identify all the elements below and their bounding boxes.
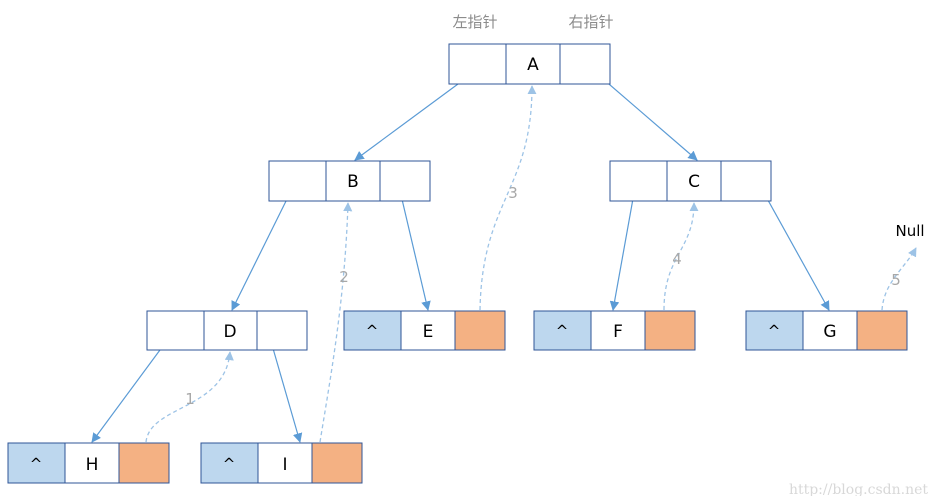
- node-a-data-cell: [505, 43, 561, 85]
- thread-step-3: 3: [508, 184, 518, 202]
- edge-c-f: [609, 181, 637, 311]
- node-c-label: C: [688, 172, 700, 192]
- node-i-data-cell: [257, 442, 313, 484]
- node-f: ^ F: [533, 310, 696, 351]
- node-i-left-null: ^: [223, 455, 236, 473]
- left-pointer-header: 左指针: [452, 13, 497, 31]
- node-b-right-cell: [379, 160, 431, 202]
- node-b: B: [268, 160, 431, 202]
- node-e-left-null: ^: [366, 322, 379, 340]
- node-c-left-cell: [609, 160, 668, 202]
- node-b-label: B: [347, 172, 359, 192]
- node-h-left-null: ^: [30, 455, 43, 473]
- node-i-right-cell: [311, 442, 363, 484]
- node-h-right-cell: [118, 442, 170, 484]
- edge-a-b: [354, 83, 459, 161]
- node-e-right-cell: [454, 310, 506, 351]
- node-d-data-cell: [203, 310, 258, 351]
- node-g-data-cell: [802, 310, 858, 351]
- null-label: Null: [895, 222, 924, 240]
- node-c-right-cell: [720, 160, 772, 202]
- node-f-data-cell: [590, 310, 646, 351]
- node-c-data-cell: [666, 160, 722, 202]
- thread-e-a: [479, 85, 537, 311]
- node-e: ^ E: [343, 310, 506, 351]
- node-h-left-cell: [7, 442, 66, 484]
- node-f-label: F: [613, 322, 623, 342]
- child-edges: [91, 71, 830, 443]
- edge-d-i: [269, 337, 303, 443]
- thread-step-1: 1: [185, 390, 195, 408]
- watermark: http://blog.csdn.net: [789, 482, 928, 496]
- thread-step-5: 5: [891, 271, 901, 289]
- thread-step-4: 4: [672, 250, 682, 268]
- node-h: ^ H: [7, 442, 170, 484]
- node-c: C: [609, 160, 772, 202]
- node-e-label: E: [423, 322, 434, 342]
- node-a-label: A: [527, 55, 539, 75]
- node-e-left-cell: [343, 310, 402, 351]
- node-a-left-cell: [448, 43, 507, 85]
- thread-step-2: 2: [339, 268, 349, 286]
- right-pointer-header: 右指针: [568, 13, 613, 31]
- node-f-right-cell: [644, 310, 696, 351]
- node-g-left-null: ^: [768, 322, 781, 340]
- thread-h-d: [145, 351, 234, 443]
- node-g-left-cell: [745, 310, 804, 351]
- node-h-data-cell: [64, 442, 120, 484]
- node-i-left-cell: [200, 442, 259, 484]
- node-a: A: [448, 43, 611, 85]
- node-d-label: D: [223, 322, 236, 342]
- node-g-right-cell: [856, 310, 908, 351]
- node-d-right-cell: [256, 310, 308, 351]
- node-d-left-cell: [146, 310, 205, 351]
- node-g-label: G: [823, 322, 836, 342]
- thread-f-c: [663, 202, 699, 311]
- edge-a-c: [594, 71, 698, 161]
- node-f-left-null: ^: [556, 322, 569, 340]
- node-i: ^ I: [200, 442, 363, 484]
- node-f-left-cell: [533, 310, 592, 351]
- node-b-left-cell: [268, 160, 327, 202]
- node-a-right-cell: [559, 43, 611, 85]
- node-d: D: [146, 310, 308, 351]
- thread-links: [145, 85, 917, 443]
- node-h-label: H: [86, 455, 99, 475]
- thread-i-b: [319, 202, 353, 443]
- node-b-data-cell: [325, 160, 381, 202]
- node-g: ^ G: [745, 310, 908, 351]
- node-i-label: I: [282, 455, 287, 475]
- edge-b-d: [231, 188, 293, 311]
- thread-g-null: [881, 247, 917, 311]
